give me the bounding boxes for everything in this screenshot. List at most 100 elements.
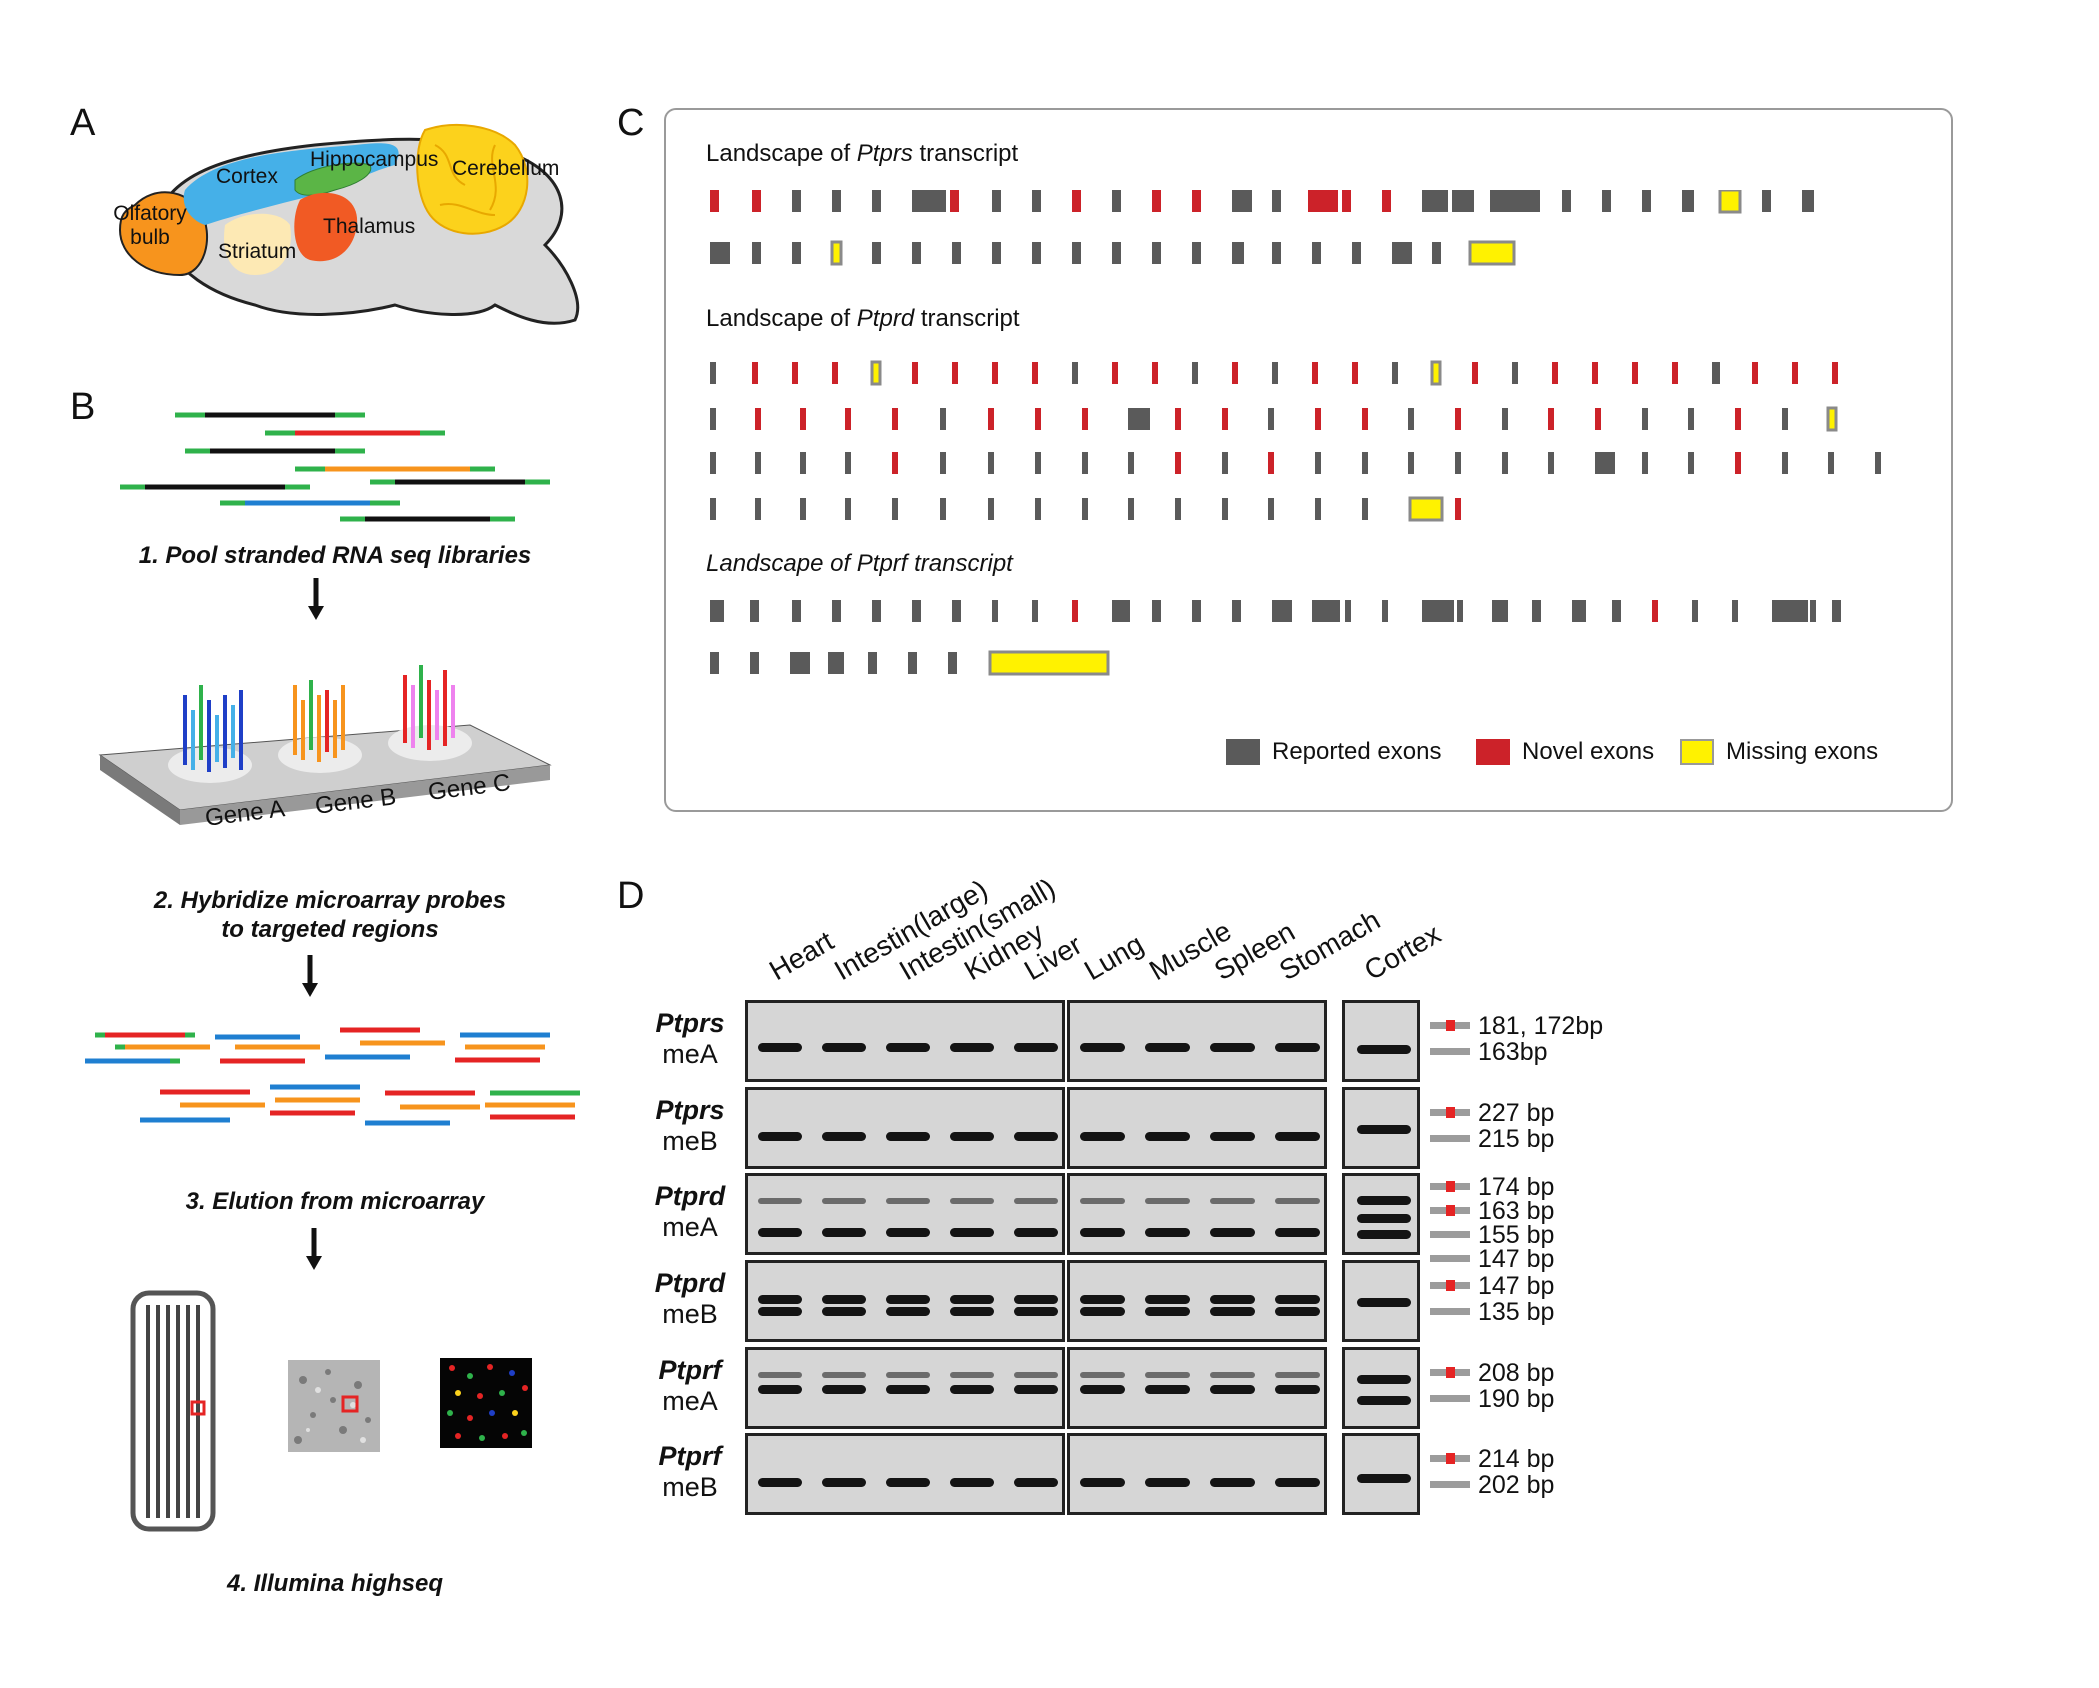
reported-exon (1782, 452, 1788, 474)
reported-exon (1315, 498, 1321, 520)
reported-exon (1315, 452, 1321, 474)
gel-band (1013, 1307, 1059, 1316)
gel-band (1079, 1043, 1126, 1052)
reported-exon (992, 242, 1001, 264)
flow-cell (130, 1290, 216, 1532)
reported-exon (988, 452, 994, 474)
thalamus-label: Thalamus (323, 215, 416, 238)
gel-band (1144, 1198, 1191, 1204)
novel-exon (1032, 362, 1038, 384)
novel-exon (1592, 362, 1598, 384)
step-4-label: 4. Illumina highseq (226, 1570, 444, 1597)
novel-exon (1455, 498, 1461, 520)
gel-band (885, 1372, 931, 1378)
reported-exon (1492, 600, 1508, 622)
novel-exon (1595, 408, 1601, 430)
exon-mode: meB (662, 1472, 718, 1502)
reported-exon (1595, 452, 1615, 474)
reported-exon (1312, 600, 1340, 622)
novel-exon-insert (1446, 1453, 1455, 1464)
gene-name: Ptprf (658, 1355, 722, 1385)
gene-name: Ptprs (655, 1095, 725, 1125)
novel-exon-insert (1446, 1020, 1455, 1031)
gel-band (949, 1228, 995, 1237)
reported-exon (1408, 408, 1414, 430)
novel-exon (845, 408, 851, 430)
reported-exon (800, 498, 806, 520)
reported-exon (828, 652, 844, 674)
novel-exon (1382, 190, 1391, 212)
reported-exon (832, 190, 841, 212)
gel-image (745, 1260, 1065, 1342)
arrow-3 (306, 1228, 322, 1270)
isoform-structure (1430, 1481, 1470, 1488)
novel-exon (1192, 190, 1201, 212)
striatum-label: Striatum (218, 240, 297, 263)
gel-band (1209, 1372, 1256, 1378)
ptprf-title: Landscape of Ptprf transcript (706, 550, 1013, 577)
gel-band (1209, 1478, 1256, 1487)
missing-exon (988, 650, 1110, 676)
gel-band (1079, 1132, 1126, 1141)
step-2-label-line1: 2. Hybridize microarray probes (153, 887, 507, 914)
reported-exon (912, 190, 946, 212)
reported-exon (1192, 362, 1198, 384)
gel-band (821, 1295, 867, 1304)
reported-exon (872, 242, 881, 264)
gel-band (1209, 1043, 1256, 1052)
reported-exon (1762, 190, 1771, 212)
reported-exon (1692, 600, 1698, 622)
reported-exon (992, 190, 1001, 212)
striatum-shape (224, 213, 291, 275)
reported-exon (832, 600, 841, 622)
missing-swatch (1680, 739, 1714, 765)
eluted-fragments (85, 1027, 580, 1126)
novel-exon-insert (1446, 1367, 1455, 1378)
gel-band (1274, 1043, 1321, 1052)
reported-exon (1408, 452, 1414, 474)
gel-band (821, 1228, 867, 1237)
reported-exon (940, 408, 946, 430)
reported-exon (988, 498, 994, 520)
gel-band (1079, 1307, 1126, 1316)
reported-exon (1688, 408, 1694, 430)
gel-band (1144, 1295, 1191, 1304)
reported-exon (940, 452, 946, 474)
gel-band (757, 1295, 803, 1304)
reported-exon (710, 362, 716, 384)
gel-image (745, 1173, 1065, 1255)
novel-exon (1082, 408, 1088, 430)
novel-exon (1232, 362, 1238, 384)
gel-band (949, 1198, 995, 1204)
reported-exon (710, 242, 730, 264)
isoform-structure (1430, 1308, 1470, 1315)
gel-band (757, 1228, 803, 1237)
gel-band (757, 1132, 803, 1141)
gel-band (1356, 1375, 1412, 1384)
band-size-label: 135 bp (1478, 1298, 1555, 1326)
gel-band (1144, 1307, 1191, 1316)
exon-mode: meA (662, 1212, 718, 1242)
novel-exon (950, 190, 959, 212)
reported-exon (792, 190, 801, 212)
gel-band (1144, 1043, 1191, 1052)
reported-exon (992, 600, 998, 622)
gel-band (1274, 1307, 1321, 1316)
novel-exon (1548, 408, 1554, 430)
reported-exon (1272, 190, 1281, 212)
reported-exon (845, 452, 851, 474)
novel-swatch (1476, 739, 1510, 765)
gel-band (1209, 1198, 1256, 1204)
novel-exon (1672, 362, 1678, 384)
reported-exon (908, 652, 917, 674)
gel-band (1274, 1295, 1321, 1304)
reported-exon (1072, 242, 1081, 264)
band-size-label: 163 bp (1478, 1197, 1555, 1225)
gel-band (821, 1385, 867, 1394)
reported-exon (872, 600, 881, 622)
novel-exon-insert (1446, 1181, 1455, 1192)
gel-band (885, 1478, 931, 1487)
missing-exon (1408, 496, 1444, 522)
